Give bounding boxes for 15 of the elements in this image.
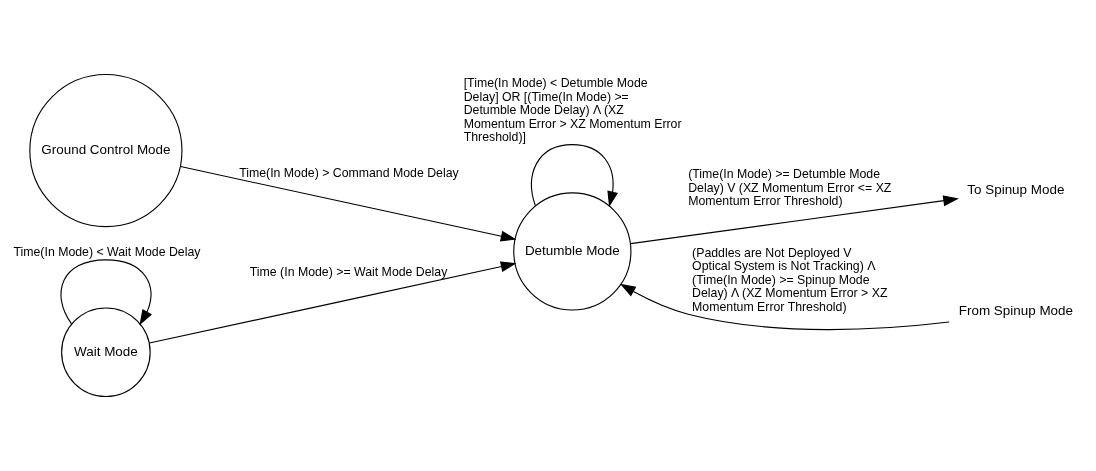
edge-label: (Paddles are Not Deployed V Optical System is Not Tracking) Λ (Time(In Mode) >= Spinup Mode Delay) Λ (XZ Momentum Error > XZ Momentum Error Threshold) <box>692 245 888 314</box>
node-text: To Spinup Mode <box>967 182 1065 198</box>
edge-label: Time (In Mode) >= Wait Mode Delay <box>249 264 448 279</box>
edge-label: Time(In Mode) > Command Mode Delay <box>239 166 459 181</box>
node-text: From Spinup Mode <box>958 303 1074 319</box>
edge-label: Time(In Mode) < Wait Mode Delay <box>13 245 201 260</box>
arrow <box>180 166 517 242</box>
node-circle: Ground Control Mode <box>29 74 183 228</box>
edge-label: (Time(In Mode) >= Detumble Mode Delay) V (XZ Momentum Error <= XZ Momentum Error Threshold) <box>688 167 892 209</box>
arrow <box>60 259 152 326</box>
arrow <box>531 144 619 207</box>
arrow <box>619 283 950 331</box>
arrow <box>630 195 959 245</box>
edge-label: [Time(In Mode) < Detumble Mode Delay] OR [(Time(In Mode) >= Detumble Mode Delay) Λ (XZ Momentum Error > XZ Momentum Error Threshold)] <box>463 76 682 144</box>
arrow <box>148 261 517 344</box>
